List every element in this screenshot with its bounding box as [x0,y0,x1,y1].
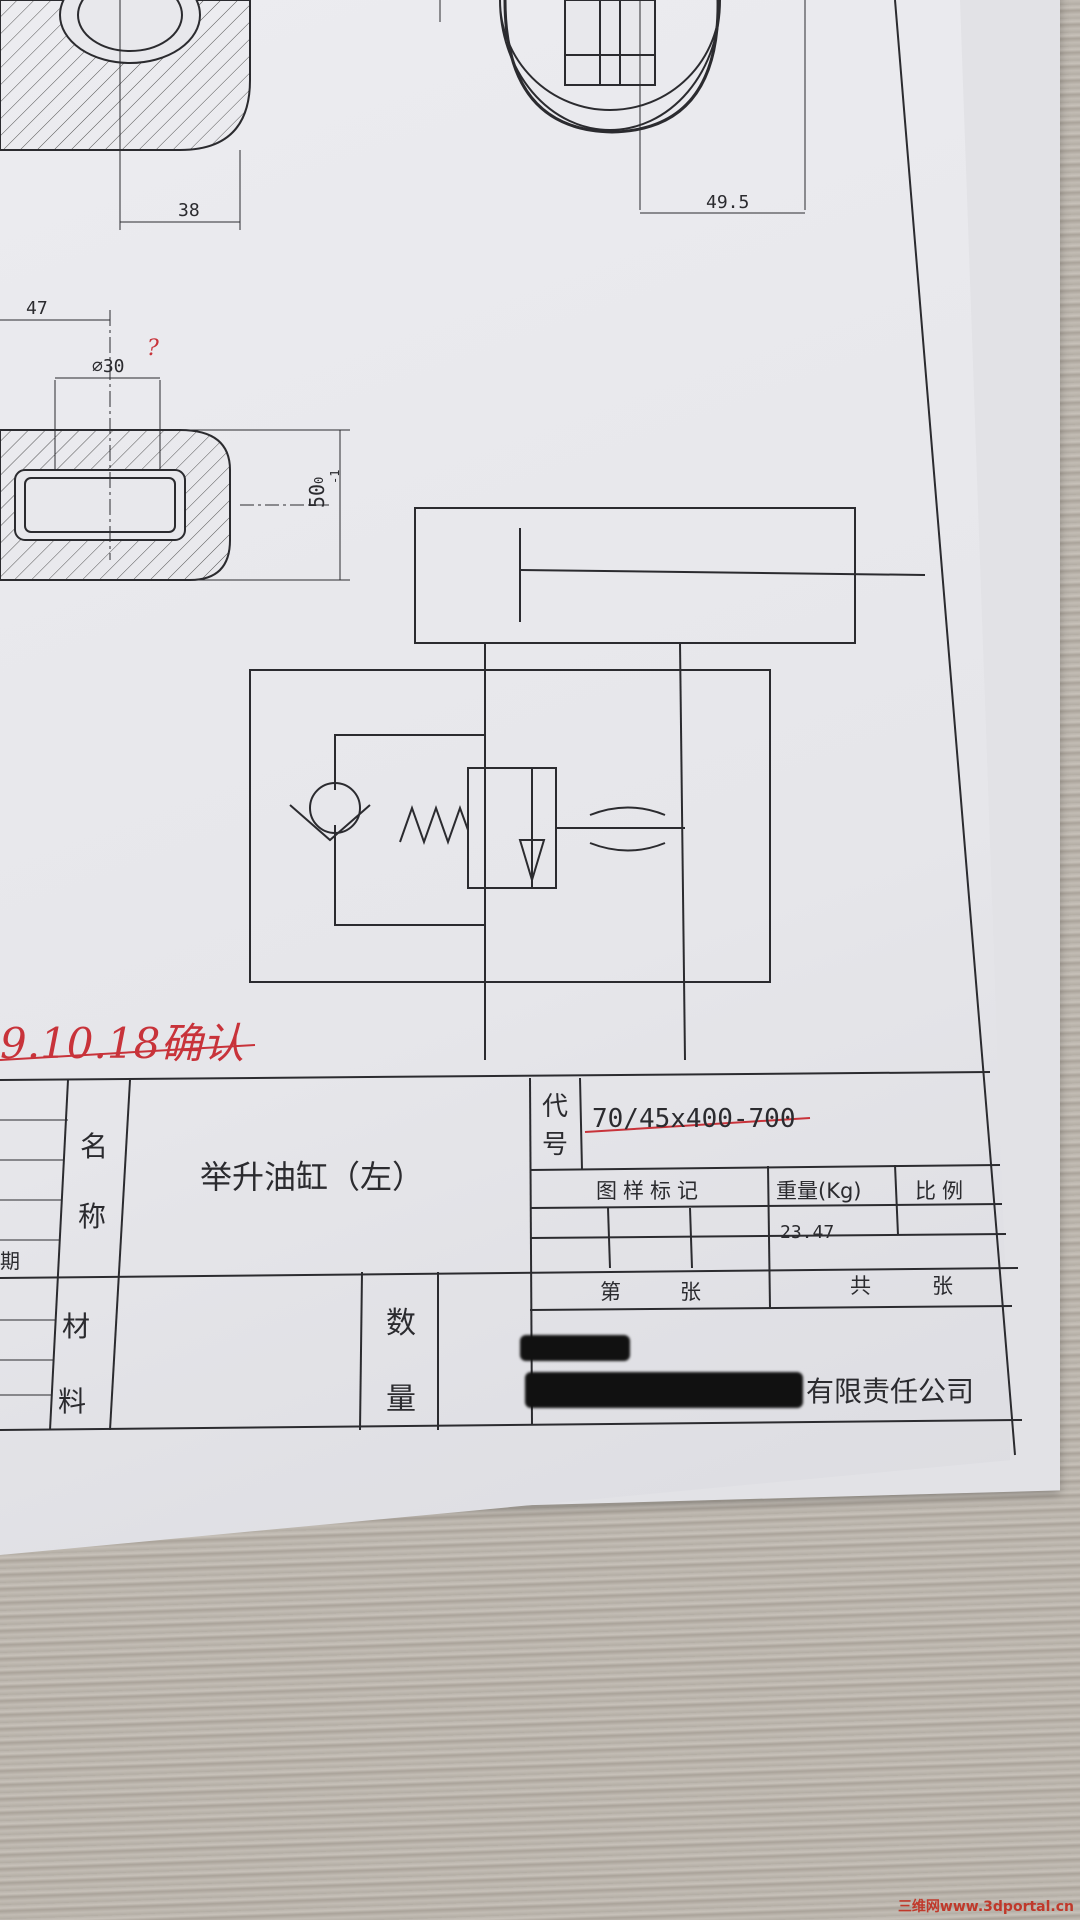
valve-block-outline [249,669,771,983]
company-name-suffix: 有限责任公司 [806,1375,975,1408]
dimension-50: 50 [305,483,329,508]
dimension-38: 38 [178,200,200,221]
code-value: 70/45x400-700 [592,1104,796,1134]
material-label-2: 料 [58,1385,87,1418]
tolerance-lower: -1 [328,469,342,484]
dimension-47: 47 [26,298,48,319]
left-cut-label: 期 [0,1249,20,1273]
sheet-label-1: 第 [600,1280,621,1304]
sheet-label-2: 张 [680,1280,701,1304]
site-watermark: 三维网www.3dportal.cn [897,1899,1074,1915]
part-name: 举升油缸（左） [200,1158,425,1196]
weight-value: 23.47 [780,1222,835,1243]
weight-label: 重量(Kg) [776,1179,862,1203]
redaction-mark-1 [520,1335,630,1361]
material-label-1: 材 [62,1310,91,1343]
dimension-49-5: 49.5 [706,192,750,213]
dimension-phi30: ∅30 [92,356,125,377]
question-mark-annotation: ? [147,336,159,361]
quantity-label-1: 数 [386,1306,416,1341]
name-label-2: 称 [78,1200,107,1233]
tolerance-upper: 0 [312,476,326,484]
relief-valve-spool [467,767,557,889]
code-label-1: 代 [542,1092,569,1122]
redaction-mark-2 [525,1372,803,1408]
scale-label: 比例 [915,1179,969,1203]
check-valve-ball [309,782,361,834]
quantity-label-2: 量 [386,1382,416,1417]
pattern-mark-label: 图样标记 [596,1179,704,1203]
handwritten-confirm-date: 9.10.18确认 [0,1019,245,1068]
cylinder-symbol [414,507,856,644]
code-label-2: 号 [542,1130,569,1160]
drawing-sheet [0,0,1010,1555]
total-label-1: 共 [850,1274,871,1298]
name-label-1: 名 [80,1130,109,1163]
total-label-2: 张 [932,1274,953,1298]
